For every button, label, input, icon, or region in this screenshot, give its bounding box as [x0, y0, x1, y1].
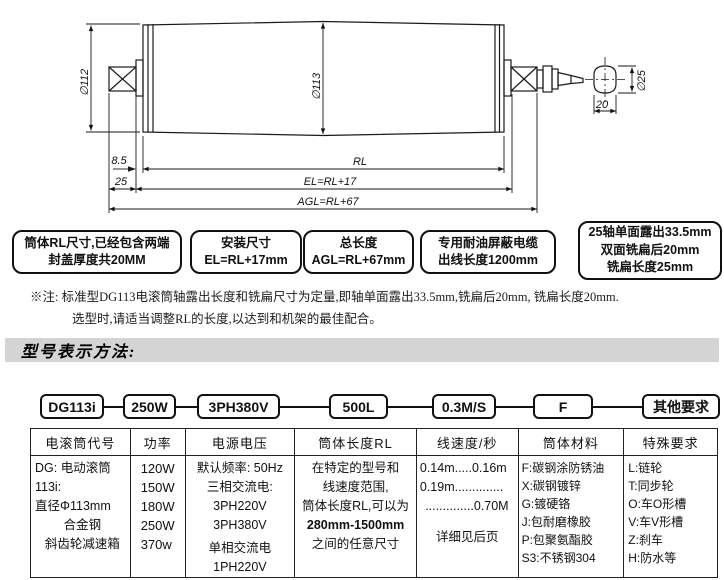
table-cell-line: G:镀硬铬: [521, 497, 571, 511]
table-cell-line: V:车V形槽: [628, 515, 684, 529]
table-cell-line: DG: 电动滚筒: [35, 461, 111, 475]
callout-drum-length: 筒体RL尺寸,已经包含两端 封盖厚度共20MM: [12, 230, 182, 274]
table-cell-line: 120W: [140, 461, 175, 476]
callout-cable: 专用耐油屏蔽电缆 出线长度1200mm: [420, 230, 556, 274]
table-cell-line: O:车O形槽: [628, 497, 687, 511]
table-cell-line: 筒体长度RL,可以为: [302, 499, 410, 513]
table-cell-line: 250W: [140, 518, 175, 533]
table-cell-line: 在特定的型号和: [311, 461, 400, 475]
model-code-special: 其他要求: [642, 394, 720, 419]
model-code-voltage: 3PH380V: [197, 394, 280, 419]
table-cell-line: 3PH220V: [213, 499, 267, 513]
cable-gland: [536, 69, 544, 89]
callout-line: 25轴单面露出33.5mm: [588, 225, 712, 240]
callout-line: 专用耐油屏蔽电缆: [437, 235, 538, 250]
table-cell-line: 之间的任意尺寸: [311, 537, 400, 551]
dim-label-dia25: ∅25: [636, 69, 648, 92]
table-cell-line: 0.19m..............: [419, 480, 504, 494]
section-title: 型号表示方法:: [21, 344, 137, 361]
spec-table: 电滚筒代号 DG: 电动滚筒 113i: 直径Φ113mm 合金钢 斜齿轮减速箱…: [30, 428, 718, 578]
drum-technical-drawing: ∅112 ∅113 RL 8.5 25 EL=RL+17 AGL=RL+67 ∅…: [79, 20, 648, 213]
dim-label-20: 20: [595, 99, 609, 111]
dimension-lines: [86, 23, 636, 213]
table-cell-line: Z:刹车: [628, 533, 663, 547]
dim-label-dia113: ∅113: [311, 72, 323, 100]
table-cell-line: F:碳钢涂防锈油: [521, 461, 605, 475]
column-header: 筒体材料: [518, 429, 624, 456]
callout-line: EL=RL+17mm: [204, 253, 288, 267]
column-drum-code: 电滚筒代号 DG: 电动滚筒 113i: 直径Φ113mm 合金钢 斜齿轮减速箱: [31, 429, 131, 577]
note-line-1: ※注: 标准型DG113电滚筒轴露出长度和铣扁尺寸为定量,即轴单面露出33.5m…: [30, 290, 619, 304]
model-code-power: 250W: [123, 394, 176, 419]
dim-label-8-5: 8.5: [111, 155, 127, 167]
dim-label-el: EL=RL+17: [304, 176, 357, 188]
table-cell-line: P:包聚氨酯胶: [521, 533, 593, 547]
table-cell-line: H:防水等: [628, 551, 677, 565]
column-drum-length: 筒体长度RL 在特定的型号和 线速度范围, 筒体长度RL,可以为 280mm-1…: [295, 429, 417, 577]
model-code-series: DG113i: [40, 394, 104, 419]
table-cell-line: T:同步轮: [628, 479, 674, 493]
callout-shaft-flat: 25轴单面露出33.5mm 双面铣扁后20mm 铣扁长度25mm: [578, 221, 722, 280]
table-cell-line: 合金钢: [63, 518, 102, 532]
table-cell-line: J:包耐磨橡胶: [521, 515, 591, 529]
column-header: 电滚筒代号: [31, 429, 130, 456]
column-header: 线速度/秒: [416, 429, 518, 456]
column-line-speed: 线速度/秒 0.14m.....0.16m 0.19m.............…: [416, 429, 519, 577]
table-cell-line: 斜齿轮减速箱: [44, 537, 120, 551]
callout-line: 总长度: [339, 235, 378, 250]
callout-total-length: 总长度 AGL=RL+67mm: [303, 230, 414, 274]
table-cell-line: 180W: [140, 499, 175, 514]
column-header: 筒体长度RL: [295, 429, 416, 456]
table-cell-line: 280mm-1500mm: [306, 518, 405, 532]
note-line-2: 选型时,请适当调整RL的长度,以达到和机架的最佳配合。: [72, 312, 382, 326]
table-cell-line: 370w: [140, 537, 172, 552]
model-code-speed: 0.3M/S: [432, 394, 496, 419]
section-header-band: 型号表示方法:: [5, 338, 719, 362]
dim-label-dia112: ∅112: [79, 69, 91, 96]
table-cell-line: L:链轮: [628, 461, 663, 475]
callout-line: 双面铣扁后20mm: [600, 242, 700, 257]
table-cell-line: 单相交流电: [208, 541, 272, 555]
table-cell-line: 默认频率: 50Hz: [196, 461, 283, 475]
model-code-length: 500L: [329, 394, 388, 419]
table-cell-line: 3PH380V: [213, 518, 267, 532]
table-cell-line: 0.14m.....0.16m: [419, 461, 507, 475]
callout-line: 封盖厚度共20MM: [48, 253, 146, 267]
dim-label-agl: AGL=RL+67: [296, 196, 359, 208]
column-power: 功率 120W 150W 180W 250W 370w: [130, 429, 186, 577]
table-cell-line: 150W: [140, 480, 175, 495]
table-cell-line: 三相交流电:: [206, 480, 273, 494]
table-cell-line: X:碳钢镀锌: [521, 479, 581, 493]
callout-line: 出线长度1200mm: [437, 253, 539, 267]
callout-install-size: 安装尺寸 EL=RL+17mm: [190, 230, 302, 274]
shaft-flat-detail-view: [585, 57, 625, 102]
callout-line: 筒体RL尺寸,已经包含两端: [24, 235, 170, 250]
dim-label-rl: RL: [353, 156, 367, 168]
table-cell-line: ..............0.70M: [425, 499, 509, 513]
table-cell-line: 1PH220V: [213, 560, 267, 574]
column-header: 功率: [130, 429, 185, 456]
table-cell-line: 线速度范围,: [322, 480, 389, 494]
model-code-material: F: [533, 394, 593, 419]
column-voltage: 电源电压 默认频率: 50Hz 三相交流电: 3PH220V 3PH380V 单…: [185, 429, 296, 577]
callout-line: AGL=RL+67mm: [311, 253, 406, 267]
column-special-requirements: 特殊要求 L:链轮 T:同步轮 O:车O形槽 V:车V形槽 Z:刹车 H:防水等: [624, 429, 717, 577]
column-header: 特殊要求: [624, 429, 717, 456]
drum-body: [108, 20, 584, 137]
table-cell-line: 直径Φ113mm: [35, 499, 111, 513]
column-header: 电源电压: [185, 429, 295, 456]
table-cell-line: 详细见后页: [435, 530, 499, 544]
callout-line: 安装尺寸: [220, 235, 271, 250]
column-drum-material: 筒体材料 F:碳钢涂防锈油 X:碳钢镀锌 G:镀硬铬 J:包耐磨橡胶 P:包聚氨…: [518, 429, 625, 577]
table-cell-line: 113i:: [35, 480, 62, 494]
table-cell-line: S3:不锈钢304: [521, 551, 596, 565]
dim-label-25: 25: [114, 176, 128, 188]
callout-line: 铣扁长度25mm: [606, 260, 694, 275]
